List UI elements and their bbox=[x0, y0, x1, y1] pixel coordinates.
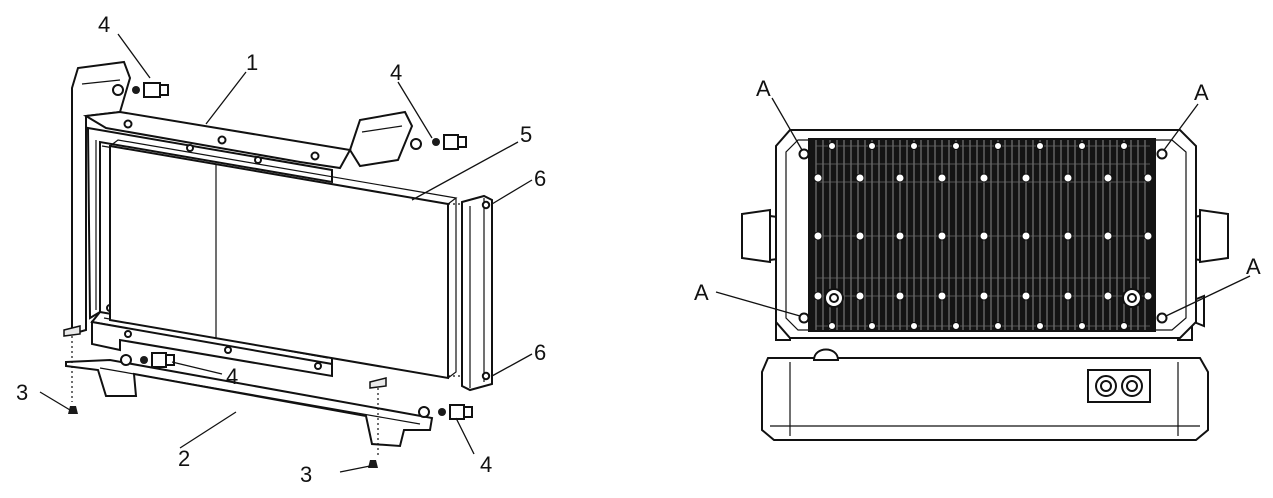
callout-a-bottom-left: A bbox=[694, 280, 709, 305]
frame-bottom-rail bbox=[91, 320, 333, 378]
bolt-4-top-left bbox=[112, 82, 169, 98]
callout-a-top-right: A bbox=[1194, 80, 1209, 105]
bolt-4-middle bbox=[120, 352, 175, 368]
heatsink-fins bbox=[813, 140, 1153, 330]
bolt-4-bottom bbox=[418, 404, 473, 420]
callout-2: 2 bbox=[178, 446, 190, 471]
callout-4-bottom: 4 bbox=[480, 452, 492, 477]
callout-6-bottom: 6 bbox=[534, 340, 546, 365]
exploded-frame-assembly: 1 2 3 3 4 4 4 4 5 6 6 bbox=[16, 12, 546, 487]
callout-3-right: 3 bbox=[300, 462, 312, 487]
fixture-rear-view: A A A A bbox=[694, 76, 1261, 441]
screw-a-bottom-right bbox=[1156, 312, 1168, 324]
screw-a-top-left bbox=[798, 148, 810, 160]
callout-a-top-left: A bbox=[756, 76, 771, 101]
side-strip-screw-bottom bbox=[481, 371, 491, 381]
callout-1: 1 bbox=[246, 50, 258, 75]
screw-3-left bbox=[68, 406, 78, 414]
screw-a-top-right bbox=[1156, 148, 1168, 160]
bolt-4-top-right bbox=[410, 134, 467, 150]
callout-6-top: 6 bbox=[534, 166, 546, 191]
callout-3-left: 3 bbox=[16, 380, 28, 405]
screw-a-bottom-left bbox=[798, 312, 810, 324]
frame-right-arm bbox=[348, 110, 414, 168]
side-strip-screw-top bbox=[481, 200, 491, 210]
callout-4-middle: 4 bbox=[226, 364, 238, 389]
filter-frame-outer bbox=[86, 126, 333, 320]
callout-4-top-left: 4 bbox=[98, 12, 110, 37]
callout-5: 5 bbox=[520, 122, 532, 147]
base-plate bbox=[65, 358, 434, 448]
callout-a-bottom-right: A bbox=[1246, 254, 1261, 279]
side-strip bbox=[461, 194, 493, 392]
callout-4-top-right: 4 bbox=[390, 60, 402, 85]
screw-3-right bbox=[368, 460, 378, 468]
